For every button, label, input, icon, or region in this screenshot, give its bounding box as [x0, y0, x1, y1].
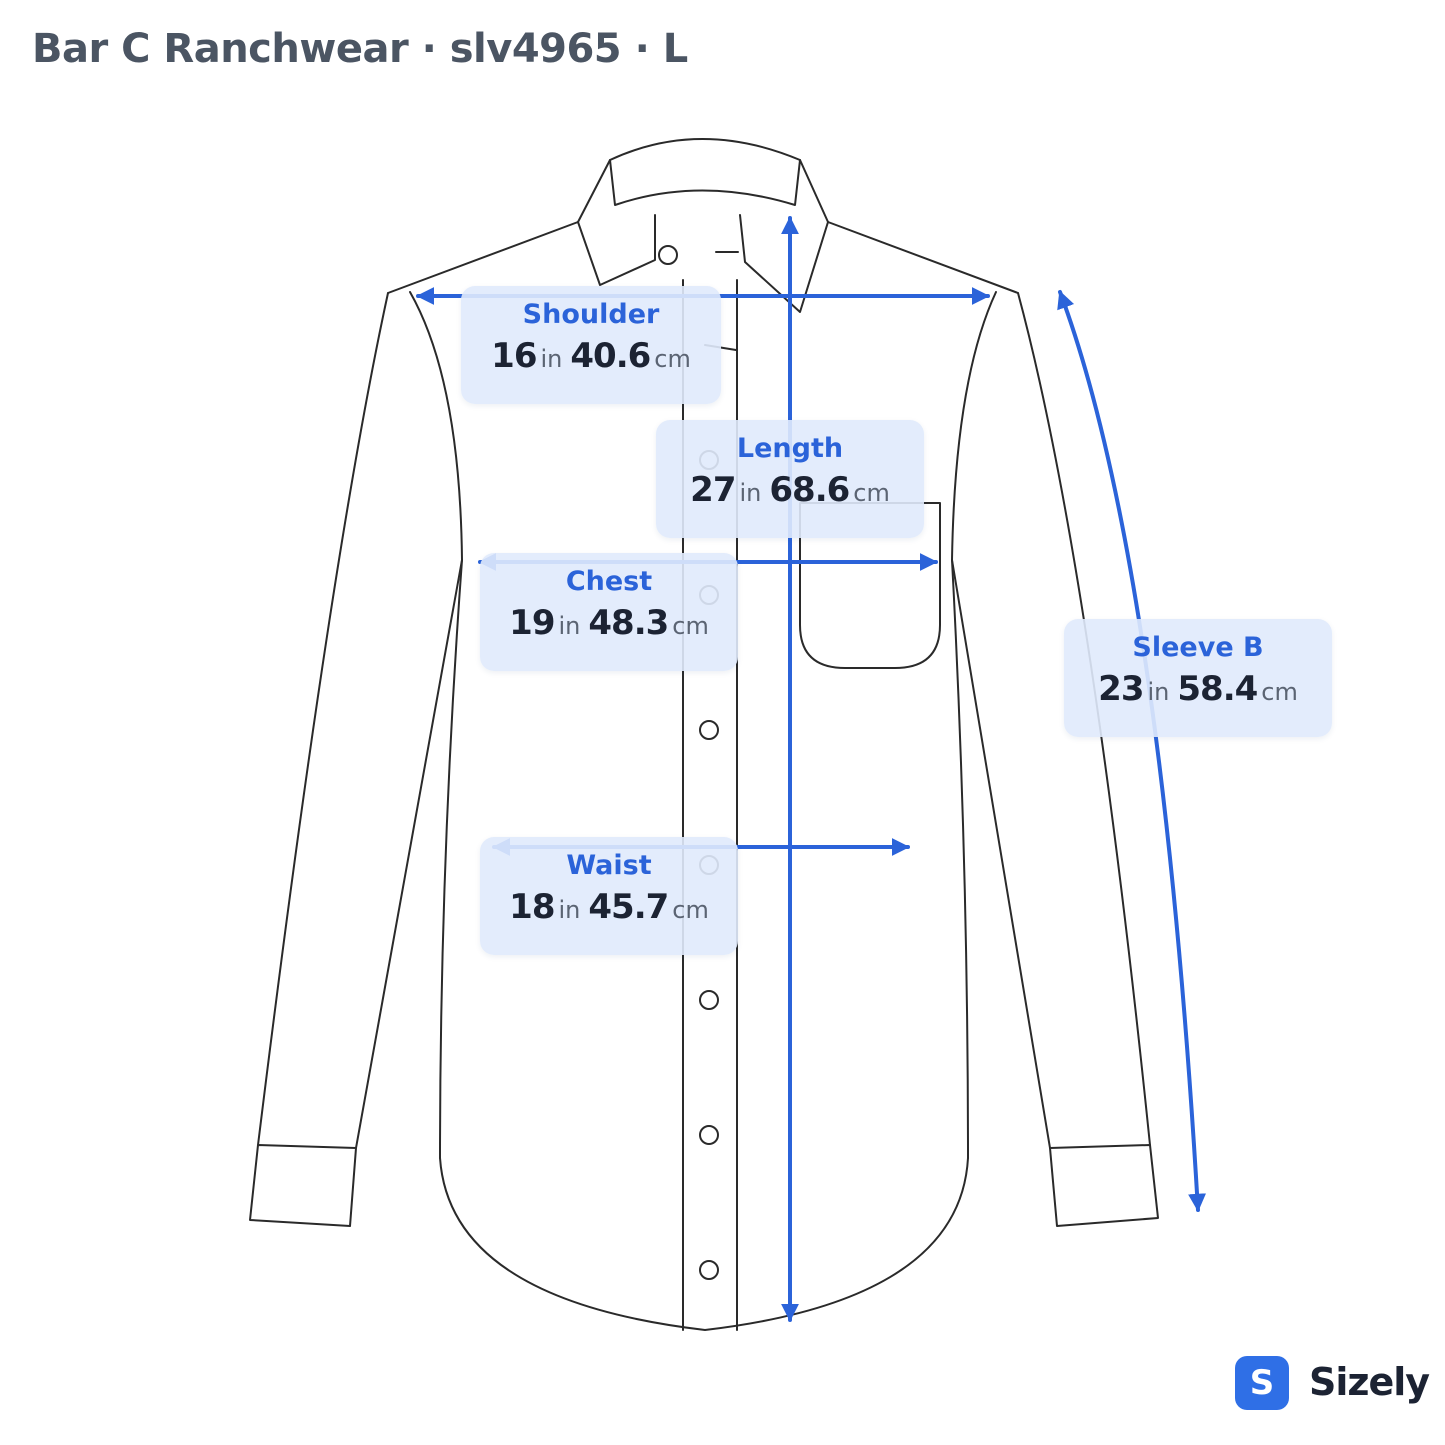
left-side-seam [439, 559, 463, 1159]
left-sleeve-outer [257, 292, 389, 1146]
measurement-name: Sleeve B [1132, 632, 1264, 663]
cm-unit: cm [1261, 678, 1298, 706]
collar-outline [577, 138, 829, 223]
collar-button [658, 245, 678, 265]
collar-left-point [577, 214, 656, 286]
cm-value: 68.6 [769, 470, 850, 510]
cm-value: 40.6 [570, 336, 651, 376]
inch-value: 23 [1098, 669, 1144, 709]
cm-value: 58.4 [1177, 669, 1258, 709]
placket-button [699, 1260, 719, 1280]
cm-unit: cm [672, 612, 709, 640]
left-sleeve-inner [355, 291, 463, 1149]
measurement-name: Waist [566, 850, 652, 881]
placket-button [699, 720, 719, 740]
measurement-name: Chest [565, 566, 653, 597]
cm-value: 45.7 [588, 887, 669, 927]
brand-badge-icon: S [1235, 1356, 1289, 1410]
inch-value: 27 [690, 470, 736, 510]
cm-unit: cm [853, 479, 890, 507]
inch-unit: in [558, 896, 581, 924]
chest-pocket [799, 502, 941, 669]
inch-unit: in [739, 479, 762, 507]
cm-unit: cm [654, 345, 691, 373]
cm-value: 48.3 [588, 603, 669, 643]
right-shoulder-seam [827, 221, 1019, 294]
left-cuff [249, 1144, 357, 1227]
inch-value: 18 [509, 887, 555, 927]
right-side-seam [951, 559, 969, 1159]
placket-button [699, 990, 719, 1010]
page-title: Bar C Ranchwear · slv4965 · L [32, 26, 688, 72]
inch-value: 16 [491, 336, 537, 376]
inch-unit: in [540, 345, 563, 373]
cm-unit: cm [672, 896, 709, 924]
brand-name: Sizely [1309, 1360, 1430, 1404]
right-cuff [1049, 1144, 1159, 1227]
left-shoulder-seam [387, 221, 579, 294]
measurement-name: Shoulder [522, 299, 660, 330]
sleeve-arrow [1057, 290, 1207, 1212]
right-sleeve-inner [951, 291, 1051, 1149]
placket-button [699, 1125, 719, 1145]
collar-band [609, 159, 801, 206]
shirt-hem [439, 1157, 969, 1331]
inch-value: 19 [509, 603, 555, 643]
inch-unit: in [558, 612, 581, 640]
inch-unit: in [1147, 678, 1170, 706]
measurement-name: Length [736, 433, 844, 464]
